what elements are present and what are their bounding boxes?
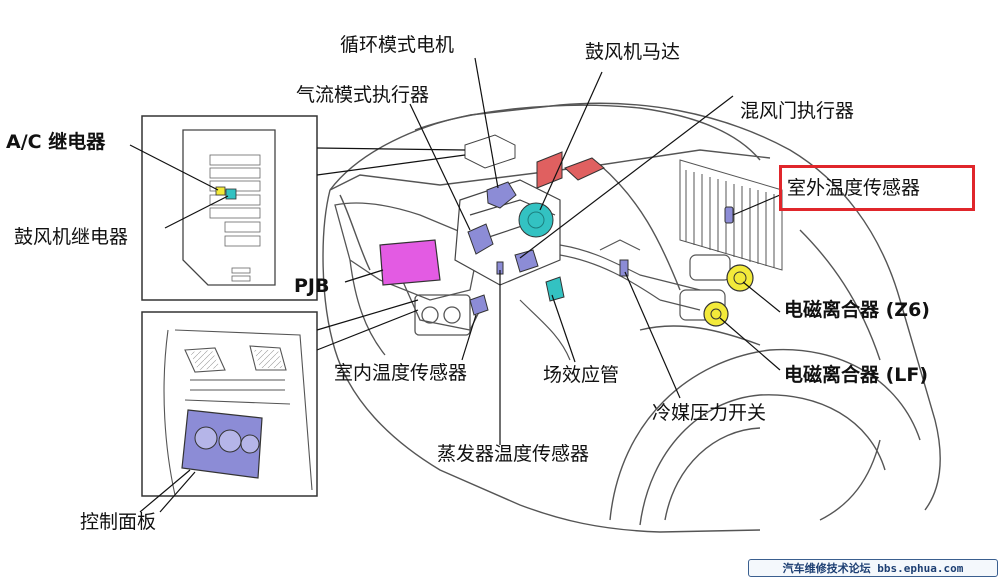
label-recirc-motor: 循环模式电机: [340, 34, 455, 56]
blower-motor-part: [518, 202, 554, 238]
label-blower-motor: 鼓风机马达: [585, 41, 681, 63]
label-refrigerant-pressure-switch: 冷媒压力开关: [652, 402, 767, 424]
outdoor-sensor-highlight: [779, 165, 975, 211]
pjb-part: [379, 239, 441, 286]
vehicle-outline: [322, 102, 941, 533]
indoor-sensor-part: [469, 294, 489, 316]
front-wheel: [609, 348, 921, 526]
compressor-area: [519, 239, 731, 361]
label-ac-relay: A/C 继电器: [6, 131, 106, 153]
label-evaporator-temp-sensor: 蒸发器温度传感器: [437, 443, 590, 465]
fet-part: [545, 276, 565, 302]
label-airflow-actuator: 气流模式执行器: [296, 84, 430, 106]
watermark: 汽车维修技术论坛 bbs.ephua.com: [748, 559, 998, 577]
label-fet: 场效应管: [543, 364, 620, 386]
recirc-motor-part: [486, 181, 517, 209]
outdoor-sensor-part: [724, 206, 734, 224]
red-blocks: [536, 151, 605, 189]
label-outdoor-temp-sensor: 室外温度传感器: [787, 177, 921, 199]
label-indoor-temp-sensor: 室内温度传感器: [334, 362, 468, 384]
label-blower-relay: 鼓风机继电器: [14, 226, 129, 248]
dashboard: [334, 202, 486, 356]
label-pjb: PJB: [294, 275, 330, 297]
label-clutch-z6: 电磁离合器 (Z6): [784, 299, 930, 321]
pressure-switch-part: [619, 259, 629, 277]
inset-fuse-box: [141, 115, 318, 301]
mix-door-actuator-part: [514, 249, 539, 273]
inset-control-panel: [141, 311, 318, 497]
airflow-actuator-part: [467, 223, 494, 255]
label-clutch-lf: 电磁离合器 (LF): [784, 364, 929, 386]
label-mix-door-actuator: 混风门执行器: [740, 100, 855, 122]
label-control-panel: 控制面板: [80, 511, 157, 533]
leader-lines: [129, 57, 781, 513]
top-box: [464, 134, 516, 169]
inset-fuse-callout: [316, 147, 466, 176]
inset-panel-callout: [316, 299, 419, 351]
